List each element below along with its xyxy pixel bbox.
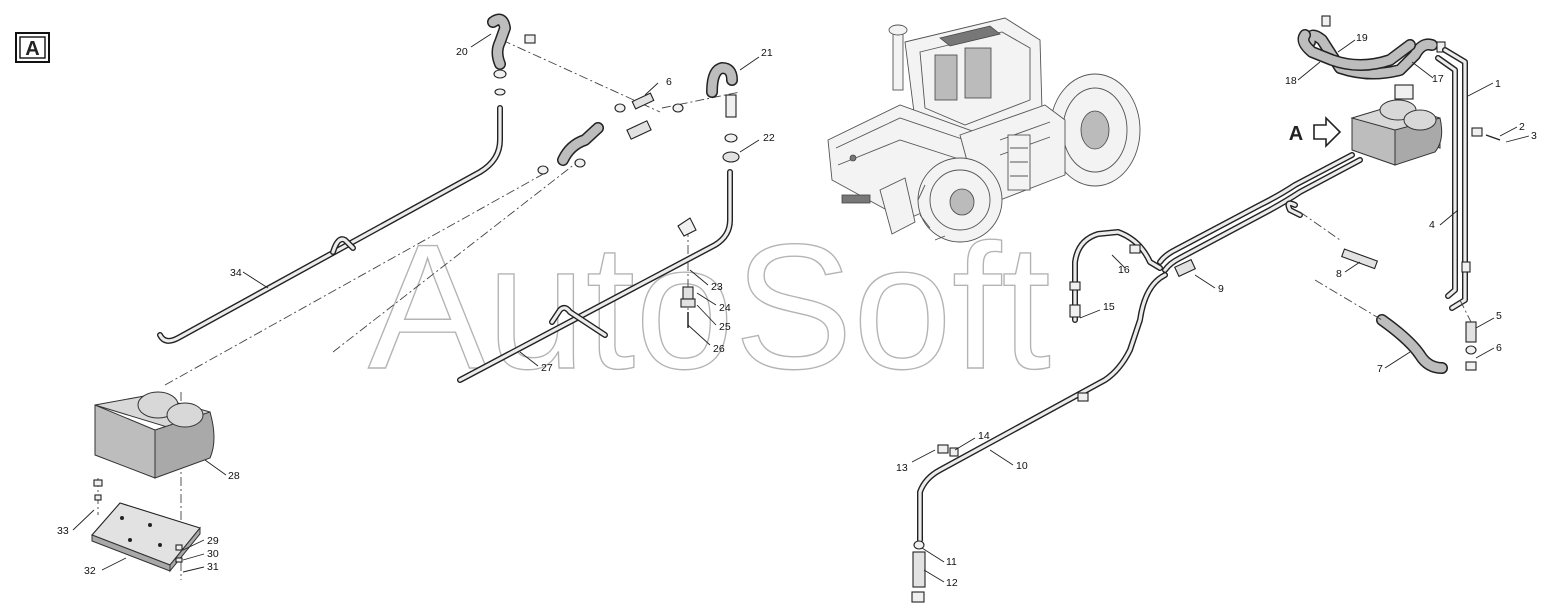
fuel-pipes-9-16 xyxy=(1157,152,1379,278)
callout-27: 27 xyxy=(541,362,553,374)
fuel-pipe-34 xyxy=(157,105,503,344)
callout-16: 16 xyxy=(1118,264,1130,276)
callout-6-right: 6 xyxy=(1496,342,1502,354)
callout-2: 2 xyxy=(1519,121,1525,133)
callout-23: 23 xyxy=(711,281,723,293)
fuel-tank-28 xyxy=(94,391,215,479)
callout-30: 30 xyxy=(207,548,219,560)
callout-3: 3 xyxy=(1531,130,1537,142)
view-label-box: A xyxy=(15,32,50,63)
hose-20 xyxy=(487,13,536,96)
callout-1: 1 xyxy=(1495,78,1501,90)
callout-19: 19 xyxy=(1356,32,1368,44)
callout-33: 33 xyxy=(57,525,69,537)
callout-numbers: 1 2 3 4 5 6 6 7 8 9 10 11 12 13 14 15 16… xyxy=(57,32,1537,589)
fuel-tank-right xyxy=(1350,84,1443,166)
parts-5-7 xyxy=(1314,279,1477,374)
callout-17: 17 xyxy=(1432,73,1444,85)
short-hose-connector xyxy=(537,92,684,175)
callout-32: 32 xyxy=(84,565,96,577)
clamp-stack-23-26 xyxy=(677,217,697,328)
callout-20: 20 xyxy=(456,46,468,58)
callout-7: 7 xyxy=(1377,363,1383,375)
callout-26: 26 xyxy=(713,343,725,355)
callout-leaders xyxy=(72,33,1530,583)
tractor-illustration xyxy=(827,17,1141,243)
callout-12: 12 xyxy=(946,577,958,589)
fuel-pipe-27 xyxy=(457,169,733,383)
callout-8: 8 xyxy=(1336,268,1342,280)
mounting-bracket-32 xyxy=(91,479,201,573)
callout-22: 22 xyxy=(763,132,775,144)
callout-25: 25 xyxy=(719,321,731,333)
parts-11-12 xyxy=(911,540,926,603)
callout-18: 18 xyxy=(1285,75,1297,87)
callout-28: 28 xyxy=(228,470,240,482)
callout-11: 11 xyxy=(946,556,957,568)
view-arrow-letter: A xyxy=(1289,123,1303,145)
callout-14: 14 xyxy=(978,430,990,442)
callout-5: 5 xyxy=(1496,310,1502,322)
view-a-arrow: A xyxy=(1289,116,1342,148)
view-label-letter: A xyxy=(25,38,39,60)
fuel-pipe-15-16 xyxy=(1069,229,1163,323)
callout-4: 4 xyxy=(1429,219,1435,231)
callout-15: 15 xyxy=(1103,301,1115,313)
callout-21: 21 xyxy=(761,47,773,59)
hose-21 xyxy=(706,62,740,163)
callout-31: 31 xyxy=(207,561,219,573)
hoses-17-19 xyxy=(1297,15,1446,80)
callout-34: 34 xyxy=(230,267,242,279)
watermark: AutoSoft xyxy=(368,207,1051,406)
callout-13: 13 xyxy=(896,462,908,474)
fuel-pipes-1-4 xyxy=(1435,47,1501,311)
callout-24: 24 xyxy=(719,302,731,314)
callout-29: 29 xyxy=(207,535,219,547)
fuel-pipe-10 xyxy=(917,272,1168,543)
callout-9: 9 xyxy=(1218,283,1224,295)
callout-10: 10 xyxy=(1016,460,1028,472)
callout-6-left: 6 xyxy=(666,76,672,88)
